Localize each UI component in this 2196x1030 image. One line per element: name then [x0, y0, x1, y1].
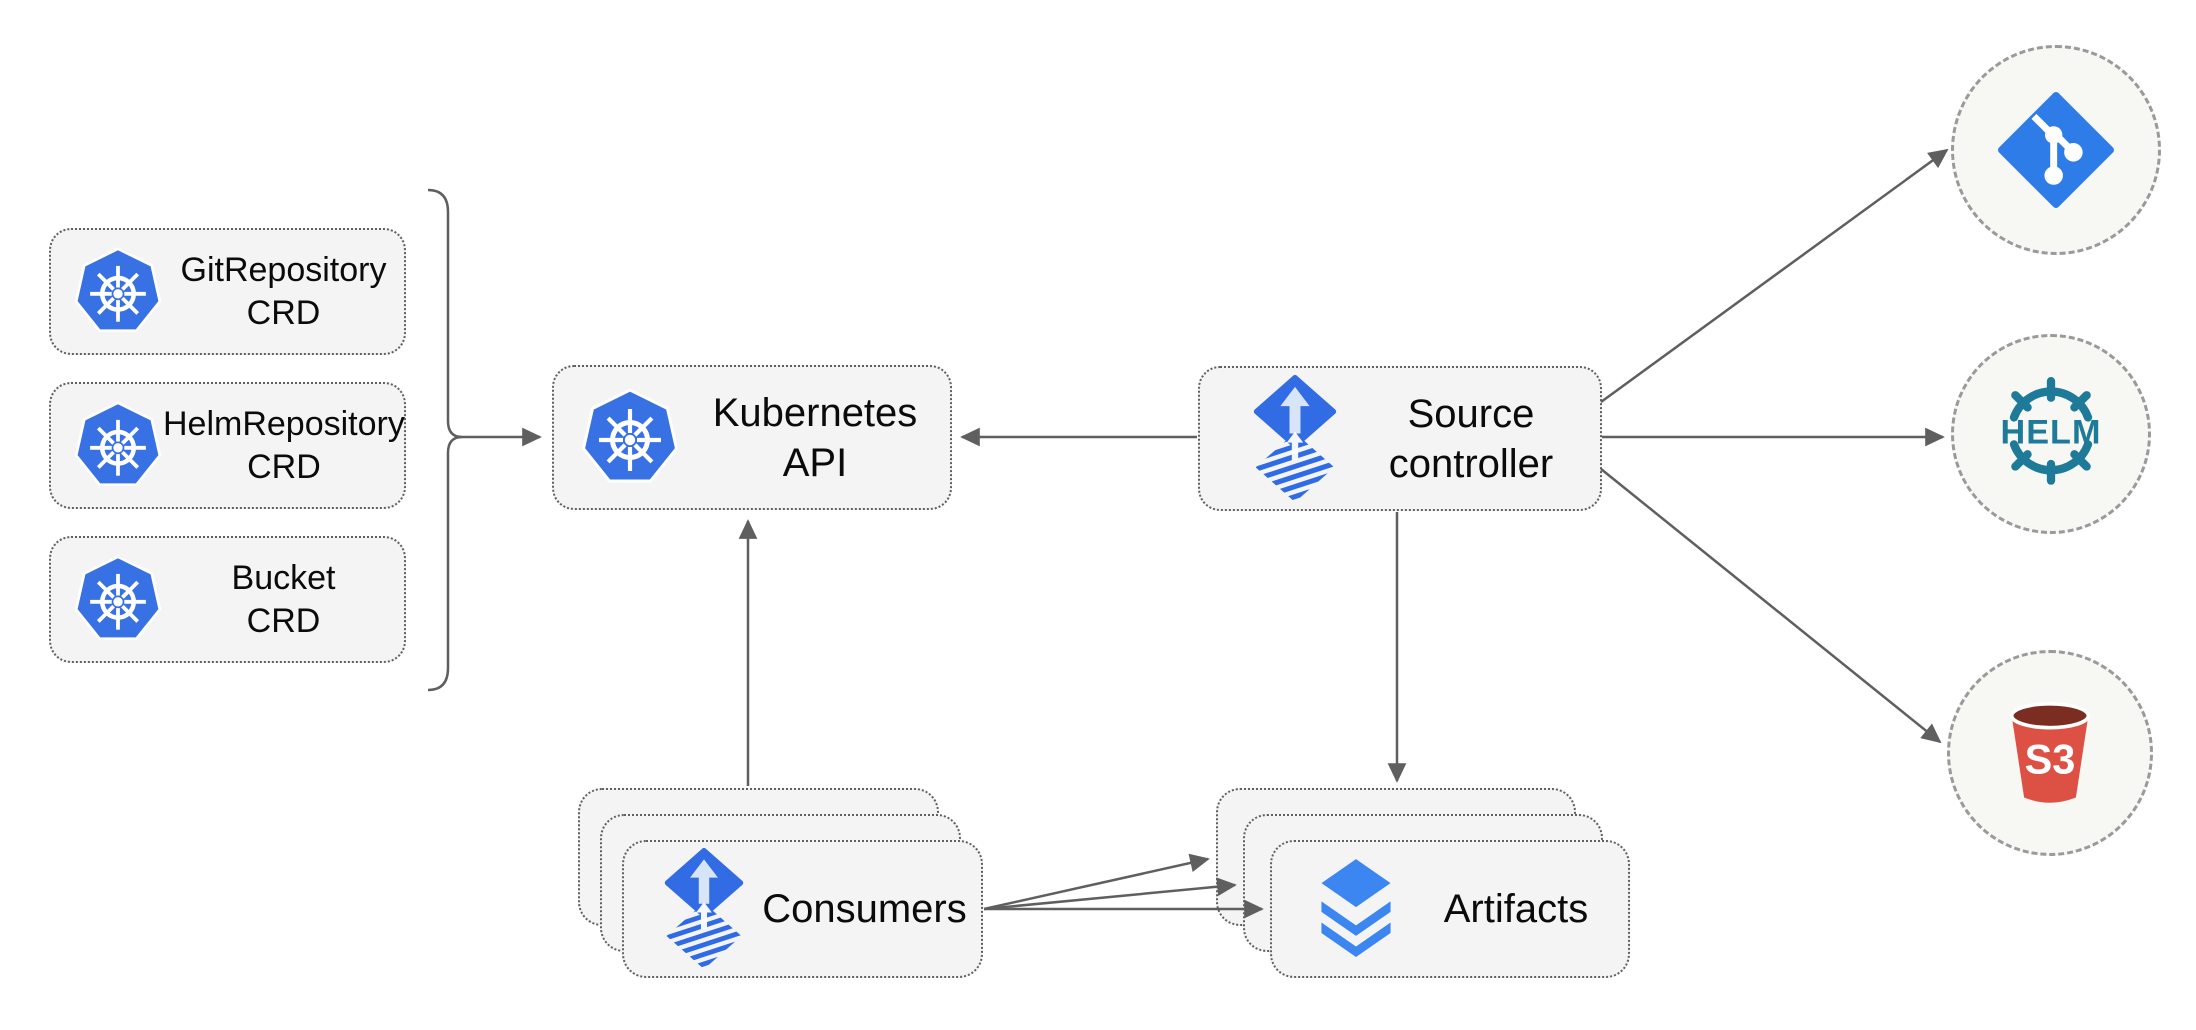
helm-icon: HELM: [2001, 377, 2102, 485]
node-gitrepository-crd: GitRepository CRD: [49, 228, 406, 355]
node-label: GitRepository CRD: [180, 251, 387, 332]
endpoint-helm: HELM: [1951, 334, 2151, 534]
crd-group-bracket-top: [427, 188, 463, 439]
node-artifacts: Artifacts: [1270, 840, 1630, 978]
helm-logo-text: HELM: [2001, 413, 2102, 451]
arrow-consumers-to-artifacts-2: [983, 877, 1237, 911]
flux-icon: [660, 848, 748, 970]
arrow-consumers-to-artifacts-1: [983, 853, 1210, 911]
s3-logo-text: S3: [2025, 737, 2076, 783]
flux-icon: [1248, 375, 1342, 503]
node-source-controller: Source controller: [1198, 366, 1602, 511]
git-icon: [1998, 92, 2114, 208]
kubernetes-icon: [73, 401, 163, 491]
s3-bucket-icon: S3: [2009, 701, 2091, 803]
node-label: Artifacts: [1443, 887, 1589, 931]
endpoint-git: [1951, 45, 2161, 255]
node-label: Bucket CRD: [231, 559, 336, 640]
node-bucket-crd: Bucket CRD: [49, 536, 406, 663]
node-helmrepository-crd: HelmRepository CRD: [49, 382, 406, 509]
arrow-source-controller-to-s3: [1600, 468, 1942, 744]
node-consumers: Consumers: [622, 840, 983, 978]
crd-group-bracket-bottom: [427, 435, 463, 692]
node-label: Kubernetes API: [712, 390, 918, 485]
kubernetes-icon: [73, 247, 163, 337]
node-kubernetes-api: Kubernetes API: [552, 365, 952, 510]
kubernetes-icon: [73, 555, 163, 645]
arrow-source-controller-to-git: [1600, 148, 1949, 404]
layers-icon: [1308, 857, 1404, 961]
kubernetes-icon: [580, 388, 680, 488]
endpoint-s3: S3: [1947, 650, 2153, 856]
node-label: HelmRepository CRD: [163, 405, 405, 486]
node-label: Source controller: [1388, 391, 1554, 486]
node-label: Consumers: [762, 887, 967, 931]
